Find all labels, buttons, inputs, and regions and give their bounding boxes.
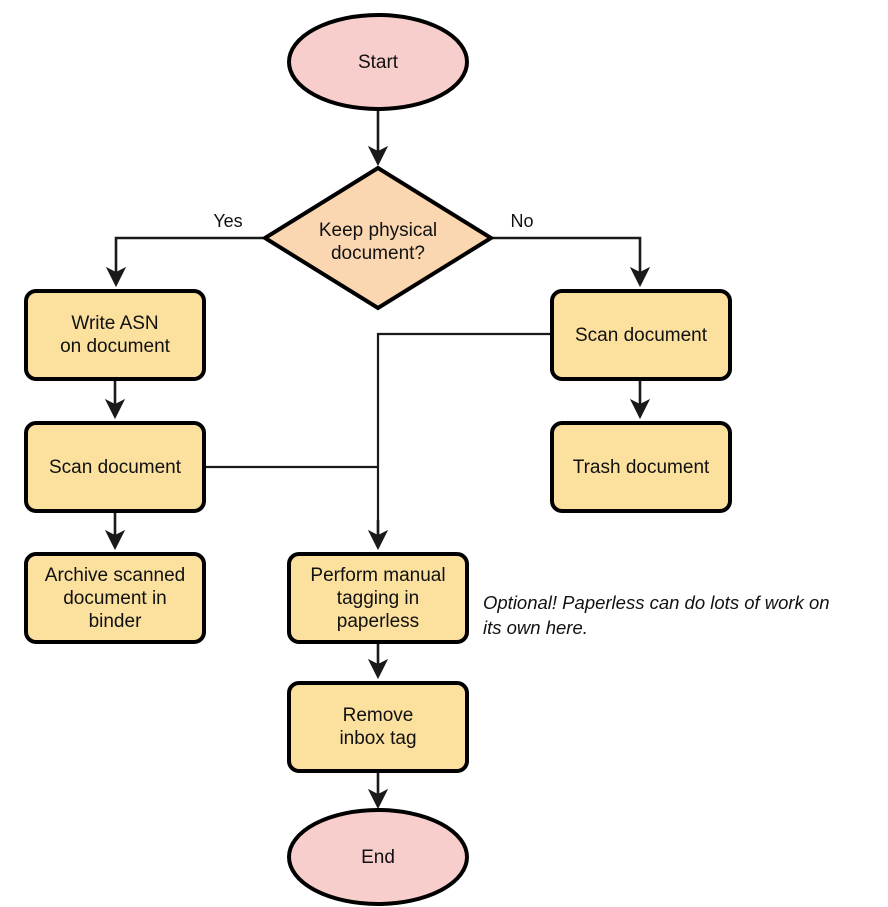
node-keep-physical-document-label-line1: Keep physical (319, 220, 437, 241)
node-trash-document-label: Trash document (573, 457, 710, 478)
annotation-line-1: Optional! Paperless can do lots of work … (483, 592, 830, 613)
edge-scan-right-to-tagging (376, 332, 552, 540)
node-archive-binder-label-line2: document in (63, 588, 167, 609)
node-start[interactable]: Start (287, 13, 469, 111)
node-manual-tagging-shape[interactable] (287, 552, 469, 644)
node-scan-document-left-shape[interactable] (24, 421, 206, 513)
annotation-optional-note: Optional! Paperless can do lots of work … (483, 592, 830, 638)
node-end-label: End (361, 847, 395, 868)
edge-label-yes: Yes (213, 211, 242, 231)
node-archive-binder-label-line3: binder (89, 611, 142, 632)
node-remove-inbox-tag-label-line1: Remove (343, 705, 414, 726)
node-write-asn-label-line1: Write ASN (71, 313, 158, 334)
edge-layer (104, 110, 651, 810)
edge-label-layer: Yes No (213, 211, 533, 231)
node-scan-document-left-label: Scan document (49, 457, 182, 478)
node-scan-document-left[interactable]: Scan document (24, 421, 206, 513)
node-scan-document-right[interactable]: Scan document (550, 289, 732, 381)
node-scan-document-right-shape[interactable] (550, 289, 732, 381)
node-layer: Start Keep physical document? Write ASN … (24, 13, 732, 906)
node-trash-document[interactable]: Trash document (550, 421, 732, 513)
node-write-asn[interactable]: Write ASN on document (24, 289, 206, 381)
node-scan-document-right-label: Scan document (575, 325, 708, 346)
node-keep-physical-document[interactable]: Keep physical document? (261, 165, 495, 311)
node-keep-physical-document-shape[interactable] (261, 165, 495, 311)
edge-decision-no-to-scan-right (491, 236, 651, 288)
node-write-asn-label-line2: on document (60, 336, 171, 357)
node-trash-document-shape[interactable] (550, 421, 732, 513)
node-end[interactable]: End (287, 808, 469, 906)
edge-decision-yes-to-write-asn (105, 236, 265, 288)
node-archive-binder-label-line1: Archive scanned (45, 565, 185, 586)
node-keep-physical-document-label-line2: document? (331, 243, 425, 264)
node-archive-binder-shape[interactable] (24, 552, 206, 644)
edge-label-no: No (510, 211, 533, 231)
node-manual-tagging-label-line1: Perform manual (310, 565, 445, 586)
node-manual-tagging-label-line3: paperless (337, 611, 419, 632)
node-manual-tagging-label-line2: tagging in (337, 588, 419, 609)
node-remove-inbox-tag-label-line2: inbox tag (339, 728, 416, 749)
node-archive-binder[interactable]: Archive scanned document in binder (24, 552, 206, 644)
node-start-shape[interactable] (287, 13, 469, 111)
node-remove-inbox-tag[interactable]: Remove inbox tag (287, 681, 469, 773)
node-manual-tagging[interactable]: Perform manual tagging in paperless (287, 552, 469, 644)
node-start-label: Start (358, 52, 399, 73)
node-end-shape[interactable] (287, 808, 469, 906)
annotation-line-2: its own here. (483, 617, 588, 638)
node-write-asn-shape[interactable] (24, 289, 206, 381)
node-remove-inbox-tag-shape[interactable] (287, 681, 469, 773)
